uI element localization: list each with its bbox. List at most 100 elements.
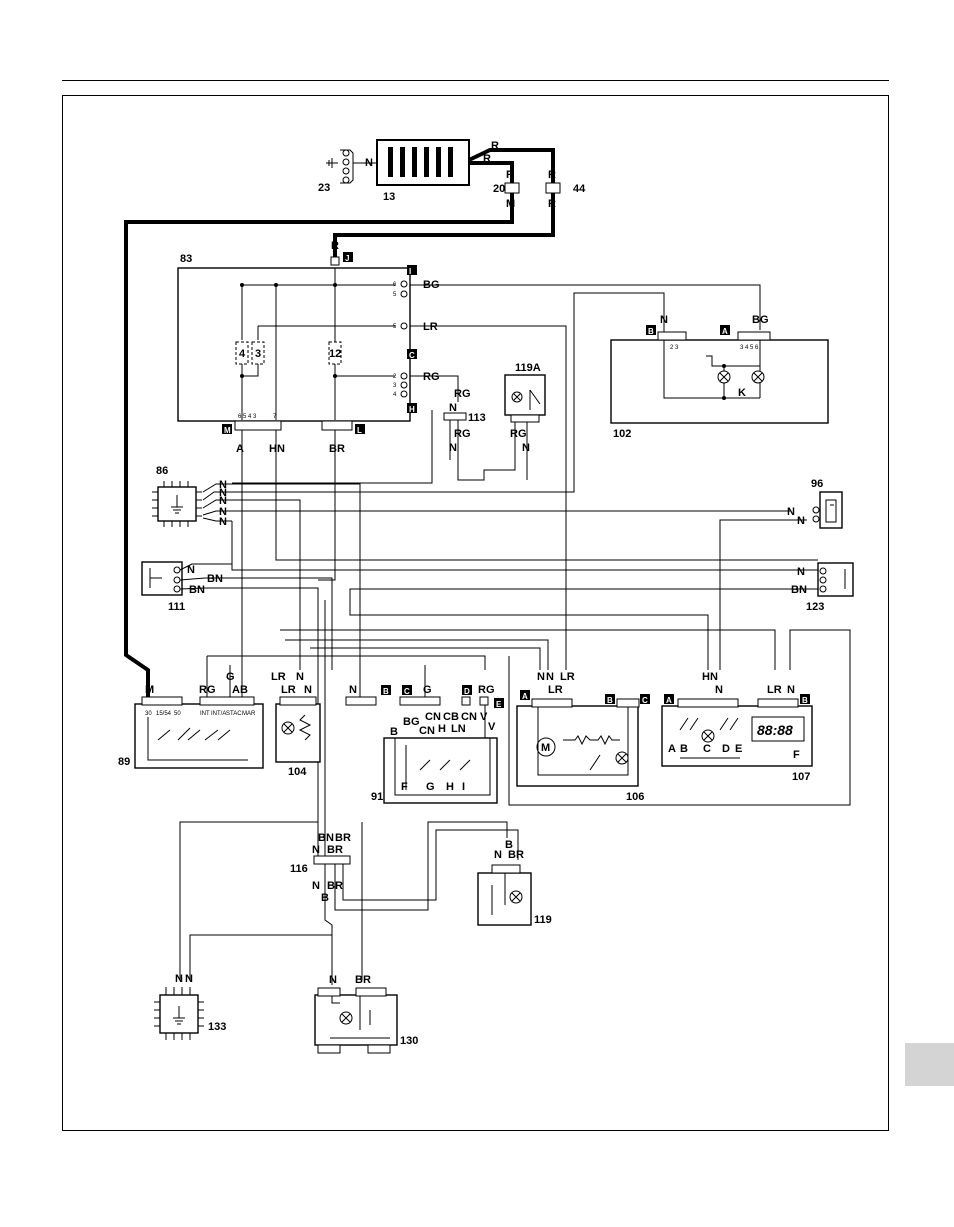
diagram-frame [62,95,889,1131]
wire-label: N [219,495,227,507]
wire-label: B [390,726,398,738]
pin: 30 [145,711,152,717]
label-F: F [401,781,408,793]
fuse-12: 12 [329,348,341,360]
pin: MAR [242,711,256,717]
wire-label: RG [510,428,527,440]
tag-A: A [722,327,728,336]
label-44: 44 [573,183,586,195]
tag-B: B [383,687,389,696]
clock-panel-107: A B A B C D E 88:88 F 107 [661,694,813,783]
fuse-3: 3 [255,348,261,360]
wire-label: CN [461,711,477,723]
label-102: 102 [613,428,631,440]
fuse-20: 20 [493,182,520,195]
switch-group-91: B C D E F G H I 91 [345,685,504,804]
wire-label: N [312,844,320,856]
wire-label: V [480,711,488,723]
label-D: D [722,743,730,755]
wire-label: N [185,973,193,985]
pin: 3 [393,383,397,389]
wire-label: N [449,442,457,454]
pin: 5 [393,324,397,330]
pin: 4 [393,392,397,398]
ignition-switch-89: 30 15/54 50 INT INT/A STAC MAR 89 [118,696,264,769]
connector-113 [443,412,467,421]
wire-label: CB [443,711,459,723]
wire-label: LR [281,684,296,696]
wire-label: N [715,684,723,696]
tag-B: B [802,696,808,705]
wire-label: RG [478,684,495,696]
sensor-96: 96 [811,478,843,529]
wire-label: N [219,516,227,528]
label-F: F [793,749,800,761]
label-B: B [680,743,688,755]
wire-label: N [797,515,805,527]
wire-label: RG [423,371,440,383]
header-rule [62,80,889,81]
wire-label: R [548,198,556,210]
wire-label: LR [423,321,438,333]
pin: 6 5 4 3 [238,414,257,420]
module-86: 86 [152,465,202,527]
label-116: 116 [290,863,308,875]
wire-label: N [365,157,373,169]
module-133: 133 [154,987,226,1040]
label-I: I [462,781,465,793]
wire-label: LR [271,671,286,683]
clock-display: 88:88 [757,722,793,738]
wire-label: N [449,402,457,414]
wire-label: N [219,487,227,499]
wire-label: N [304,684,312,696]
wire-label: N [787,684,795,696]
label-133: 133 [208,1021,226,1033]
tag-M: M [224,426,231,435]
label-13: 13 [383,191,395,203]
wire-label: N [296,671,304,683]
tag-J: J [345,254,349,263]
wire-label: N [494,849,502,861]
label-M: M [541,742,550,754]
wire-label: N [349,684,357,696]
tag-C: C [409,351,415,360]
wire-label: B [505,839,513,851]
label-107: 107 [792,771,810,783]
pin: 7 [273,414,277,420]
pin: 6 [393,282,397,288]
wire-label: RG [454,388,471,400]
label-106: 106 [626,791,644,803]
wire-label: BR [508,849,524,861]
wire-label: BR [329,443,345,455]
wire-label: N [312,880,320,892]
wire-label: A [236,443,244,455]
label-20: 20 [493,183,505,195]
wire-label: N [787,506,795,518]
fusebox-83: 83 J 4 3 12 6 5 5 2 3 4 I C H 6 5 4 3 7 … [177,252,417,435]
label-K: K [738,387,746,399]
label-96: 96 [811,478,823,490]
panel-102: B A 2 3 3 4 5 6 K 102 [610,325,829,440]
wire-label: R [506,169,514,181]
wire-label: BR [355,974,371,986]
wire-label: BR [327,844,343,856]
wire-label: RG [454,428,471,440]
label-111: 111 [168,601,185,613]
wire-label: G [423,684,432,696]
wire-label: AB [232,684,248,696]
label-89: 89 [118,756,130,768]
label-E: E [735,743,742,755]
pin: 2 [393,374,397,380]
wire-label: HN [269,443,285,455]
battery-earth-23: 23 [318,149,354,194]
label-86: 86 [156,465,168,477]
label-H: H [446,781,454,793]
label-123: 123 [806,601,824,613]
pin: 5 [393,292,397,298]
wire-label: LR [548,684,563,696]
connector-116 [313,855,351,865]
wire-label: BN [318,832,334,844]
wire-label: H [438,723,446,735]
lamp-104: 104 [275,696,321,778]
wire-label: CN [425,711,441,723]
